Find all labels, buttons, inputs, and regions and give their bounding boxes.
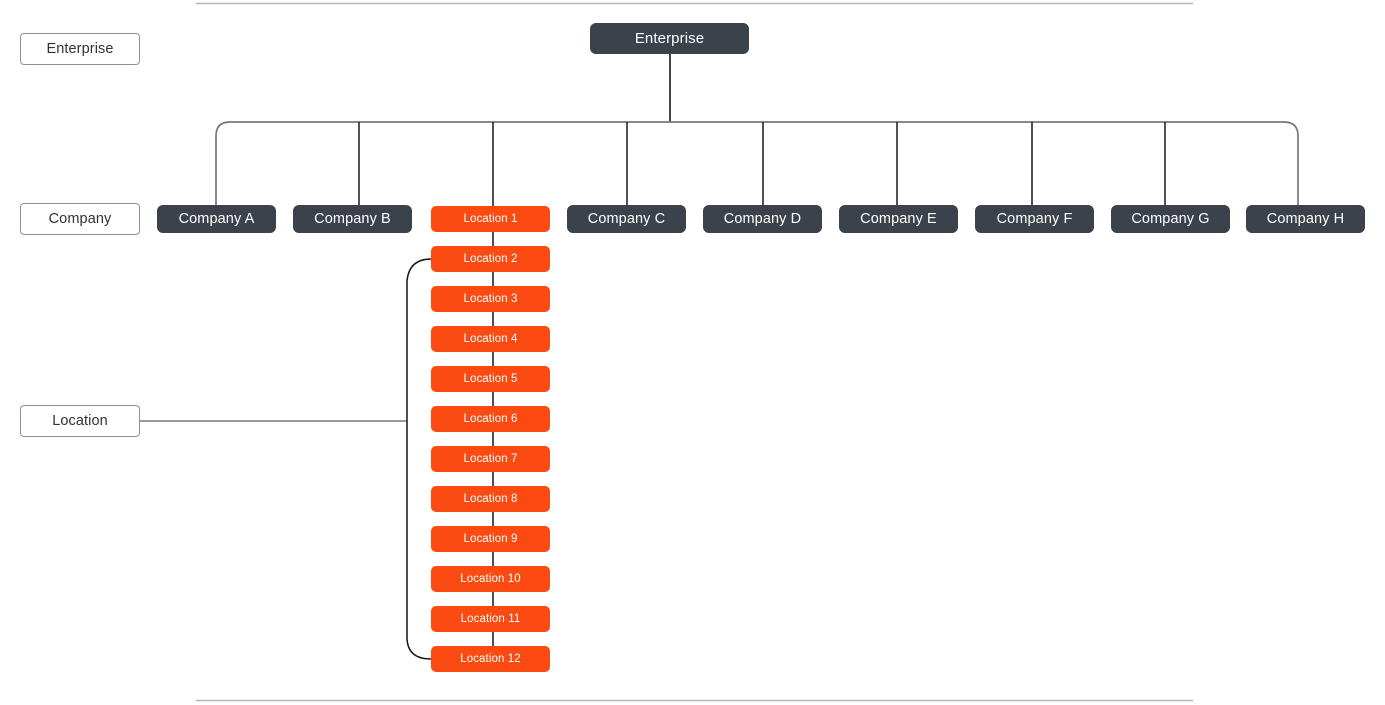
node-company-d[interactable]: Company D — [703, 205, 822, 233]
node-label-location-2: Location 2 — [463, 253, 518, 265]
node-company-b[interactable]: Company B — [293, 205, 412, 233]
node-company-e[interactable]: Company E — [839, 205, 958, 233]
node-label-location-1: Location 1 — [463, 213, 518, 225]
node-label-company-c: Company C — [587, 211, 666, 227]
company-bus — [215, 121, 1299, 205]
node-location-12[interactable]: Location 12 — [431, 646, 550, 672]
node-location-11[interactable]: Location 11 — [431, 606, 550, 632]
node-company-c[interactable]: Company C — [567, 205, 686, 233]
legend-label-company: Company — [48, 211, 112, 227]
node-label-company-d: Company D — [723, 211, 802, 227]
node-label-company-e: Company E — [860, 211, 937, 227]
node-label-company-a: Company A — [178, 211, 255, 227]
node-company-h[interactable]: Company H — [1246, 205, 1365, 233]
node-company-f[interactable]: Company F — [975, 205, 1094, 233]
node-location-9[interactable]: Location 9 — [431, 526, 550, 552]
node-company-g[interactable]: Company G — [1111, 205, 1230, 233]
node-label-company-h: Company H — [1266, 211, 1345, 227]
node-location-6[interactable]: Location 6 — [431, 406, 550, 432]
node-location-3[interactable]: Location 3 — [431, 286, 550, 312]
node-location-8[interactable]: Location 8 — [431, 486, 550, 512]
legend-item-company[interactable]: Company — [20, 203, 140, 235]
node-location-7[interactable]: Location 7 — [431, 446, 550, 472]
node-label-company-b: Company B — [314, 211, 391, 227]
legend-label-enterprise: Enterprise — [46, 41, 114, 57]
node-location-10[interactable]: Location 10 — [431, 566, 550, 592]
node-enterprise-root[interactable]: Enterprise — [590, 23, 749, 54]
node-label-enterprise-root: Enterprise — [634, 30, 705, 47]
node-label-location-4: Location 4 — [463, 333, 518, 345]
node-label-location-7: Location 7 — [463, 453, 518, 465]
node-label-location-9: Location 9 — [463, 533, 518, 545]
node-location-4[interactable]: Location 4 — [431, 326, 550, 352]
node-label-location-11: Location 11 — [460, 613, 521, 625]
legend-label-location: Location — [52, 413, 108, 429]
location-spine — [406, 258, 432, 660]
node-location-1[interactable]: Location 1 — [431, 206, 550, 232]
node-label-location-8: Location 8 — [463, 493, 518, 505]
node-location-2[interactable]: Location 2 — [431, 246, 550, 272]
node-label-location-12: Location 12 — [460, 653, 521, 665]
node-label-company-g: Company G — [1131, 211, 1210, 227]
node-label-location-3: Location 3 — [463, 293, 518, 305]
node-company-a[interactable]: Company A — [157, 205, 276, 233]
node-label-location-5: Location 5 — [463, 373, 518, 385]
node-label-location-10: Location 10 — [460, 573, 521, 585]
node-label-location-6: Location 6 — [463, 413, 518, 425]
legend-item-location[interactable]: Location — [20, 405, 140, 437]
legend-item-enterprise[interactable]: Enterprise — [20, 33, 140, 65]
node-label-company-f: Company F — [996, 211, 1073, 227]
node-location-5[interactable]: Location 5 — [431, 366, 550, 392]
